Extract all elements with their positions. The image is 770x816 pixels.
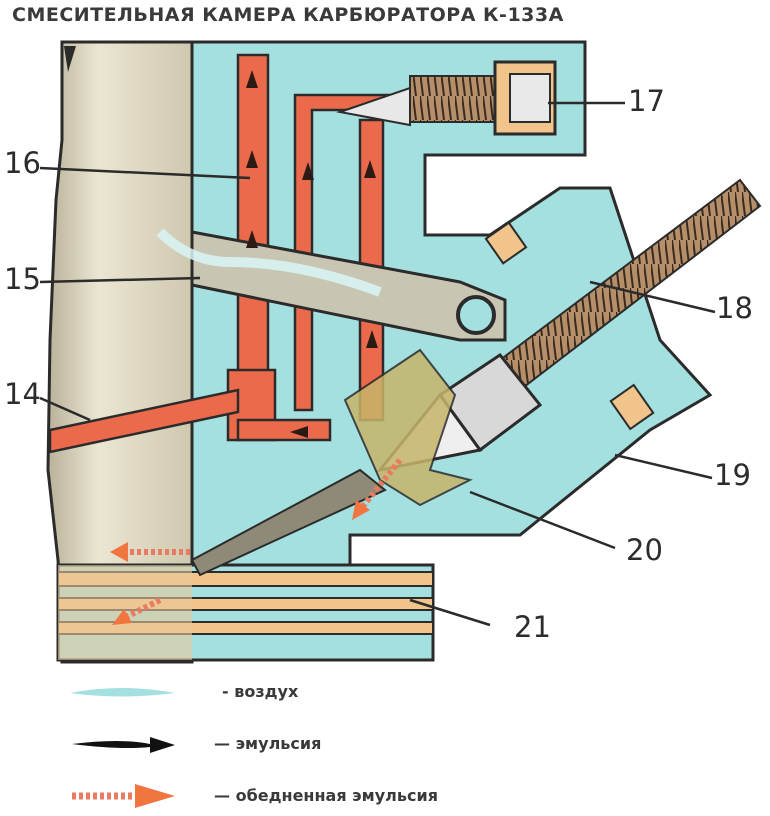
callout-14: 14: [4, 377, 41, 411]
callout-17: 17: [628, 84, 665, 118]
needle-seat-20: [343, 348, 473, 507]
gasket-piece-lower: [609, 383, 655, 431]
callout-20: 20: [626, 533, 663, 567]
callout-21: 21: [514, 610, 551, 644]
air-channel-outlet: [456, 295, 496, 335]
flange-gasket-21: [56, 563, 435, 662]
callout-19: 19: [714, 458, 751, 492]
tube-edge-mark-top: [64, 46, 76, 72]
idle-jet-screw-17: [336, 60, 557, 136]
legend-lean-emulsion-label: — обедненная эмульсия: [214, 786, 438, 805]
lean-emulsion-flow-arrows: [110, 458, 403, 625]
legend-air-swatch: [70, 688, 175, 697]
legend-lean-emulsion-arrowhead: [135, 784, 175, 808]
legend-air-label: - воздух: [222, 682, 299, 701]
gasket-piece-upper: [484, 221, 528, 265]
legend-swatches: [70, 688, 175, 808]
callout-15: 15: [4, 262, 41, 296]
callout-16: 16: [4, 146, 41, 180]
callout-18: 18: [716, 291, 753, 325]
emulsion-flow-arrows: [246, 70, 378, 438]
air-flow-wisp: [156, 228, 382, 297]
legend-emulsion-arrow: [72, 737, 175, 753]
callout-leader-lines: [39, 101, 716, 627]
legend-emulsion-label: — эмульсия: [214, 734, 322, 753]
diagram-title: СМЕСИТЕЛЬНАЯ КАМЕРА КАРБЮРАТОРА К-133А: [12, 4, 564, 26]
outlet-channel: [190, 468, 387, 577]
